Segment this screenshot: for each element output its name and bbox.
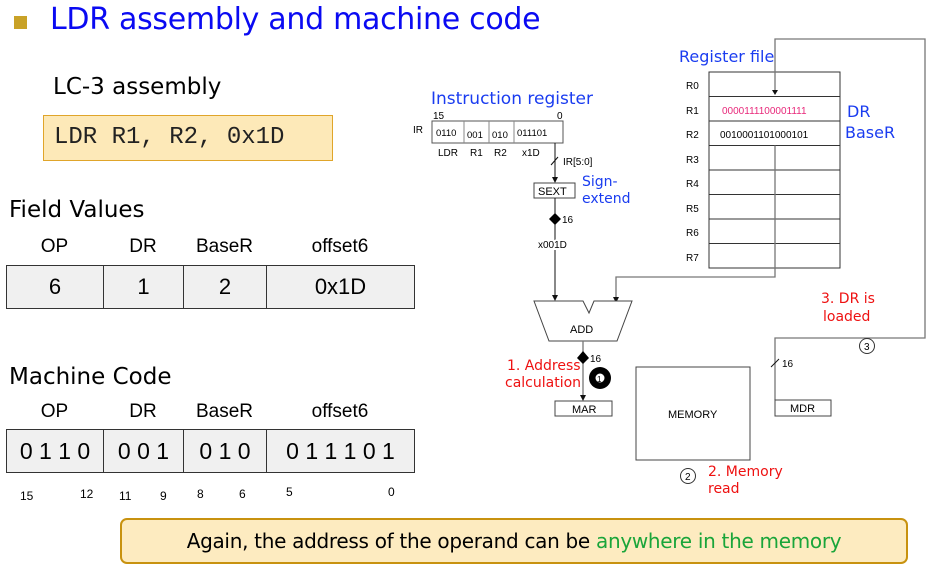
mc-header-dr: DR xyxy=(129,401,157,422)
field-header-baser: BaseR xyxy=(195,236,254,257)
note-text: Again, the address of the operand can be xyxy=(186,529,596,553)
mc-header-op: OP xyxy=(40,401,69,422)
bit-position-12: 12 xyxy=(80,487,94,501)
sext-note-line1: Sign- xyxy=(582,174,618,190)
sext-label: SEXT xyxy=(538,186,567,198)
step3-marker-number: 3 xyxy=(864,342,870,353)
bit-position-5: 5 xyxy=(286,485,293,499)
field-header-dr: DR xyxy=(129,236,157,257)
ir-field-dr: 001 xyxy=(467,130,483,141)
field-values-table: 6 1 2 0x1D xyxy=(6,265,415,309)
bit-position-15: 15 xyxy=(20,489,34,503)
step1-label-line2: calculation xyxy=(505,375,581,391)
bit-position-9: 9 xyxy=(160,489,167,503)
ir-label-x1d: x1D xyxy=(522,148,540,159)
mdr-to-register-wire xyxy=(774,38,926,400)
ir-box xyxy=(431,120,564,144)
ir-msb: 15 xyxy=(433,111,445,122)
bit-position-6: 6 xyxy=(239,487,246,501)
mc-value-offset6: 0 1 1 1 0 1 xyxy=(266,429,415,473)
baser-to-adder-wire xyxy=(615,145,776,298)
adder-shape xyxy=(533,300,633,342)
field-header-op: OP xyxy=(40,236,69,257)
step3-marker xyxy=(859,338,875,354)
assembly-heading: LC-3 assembly xyxy=(53,74,222,100)
mc-value-op: 0 1 1 0 xyxy=(6,429,104,473)
reg-name-r3: R3 xyxy=(686,155,699,166)
machine-code-table: 0 1 1 0 0 0 1 0 1 0 0 1 1 1 0 1 xyxy=(6,429,415,473)
adder-label: ADD xyxy=(570,324,593,336)
step2-marker-number: 2 xyxy=(685,472,691,483)
ir-name: IR xyxy=(413,125,423,136)
reg-name-r7: R7 xyxy=(686,253,699,264)
reg-value-r2: 0010001101000101 xyxy=(720,130,809,141)
mdr-bus-width: 16 xyxy=(782,359,794,370)
sext-bus-width: 16 xyxy=(562,215,574,226)
bus-width-marker xyxy=(549,213,561,225)
ir-title: Instruction register xyxy=(431,89,593,109)
step1-marker-number: 1 xyxy=(597,375,602,384)
field-header-offset6: offset6 xyxy=(311,236,369,257)
field-value-baser: 2 xyxy=(183,265,267,309)
title-bullet xyxy=(14,16,27,29)
register-file-title: Register file xyxy=(679,47,774,66)
memory-box xyxy=(635,366,751,461)
step1-label-line1: 1. Address xyxy=(507,358,581,374)
adder-bus-width-marker xyxy=(577,351,589,364)
mc-header-baser: BaseR xyxy=(195,401,254,422)
field-values-heading: Field Values xyxy=(9,197,145,223)
adder-bus-width: 16 xyxy=(590,354,602,365)
reg-name-r2: R2 xyxy=(686,130,699,141)
ir-label-r2: R2 xyxy=(494,148,507,159)
ir-slice-label: IR[5:0] xyxy=(563,157,593,168)
field-value-op: 6 xyxy=(6,265,104,309)
sext-note-line2: extend xyxy=(582,191,631,207)
ir-label-ldr: LDR xyxy=(438,148,458,159)
step2-label-line2: read xyxy=(708,481,740,497)
mdr-box xyxy=(774,399,832,417)
mdr-label: MDR xyxy=(790,403,815,415)
ir-field-baser: 010 xyxy=(492,130,508,141)
note-highlight: anywhere in the memory xyxy=(596,529,842,553)
ir-label-r1: R1 xyxy=(470,148,483,159)
note-callout: Again, the address of the operand can be… xyxy=(120,518,908,564)
mar-label: MAR xyxy=(572,404,597,416)
reg-tag-dr: DR xyxy=(847,102,870,121)
field-value-dr: 1 xyxy=(103,265,184,309)
ir-field-opcode: 0110 xyxy=(436,128,456,139)
step3-label-line1: 3. DR is xyxy=(821,291,875,307)
mc-value-dr: 0 0 1 xyxy=(103,429,184,473)
mc-value-baser: 0 1 0 xyxy=(183,429,267,473)
step3-label-line2: loaded xyxy=(823,309,870,325)
reg-name-r1: R1 xyxy=(686,106,699,117)
step2-label-line1: 2. Memory xyxy=(708,464,783,480)
machine-code-heading: Machine Code xyxy=(9,364,172,390)
reg-value-r1: 0000111100001111 xyxy=(722,106,807,117)
field-value-offset6: 0x1D xyxy=(266,265,415,309)
reg-tag-baser: BaseR xyxy=(845,123,895,142)
bit-position-0: 0 xyxy=(388,485,395,499)
reg-name-r6: R6 xyxy=(686,228,699,239)
ir-lsb: 0 xyxy=(557,111,563,122)
bit-position-8: 8 xyxy=(197,487,204,501)
mar-box xyxy=(554,400,613,417)
memory-label: MEMORY xyxy=(668,409,718,421)
mc-header-offset6: offset6 xyxy=(311,401,369,422)
ir-field-offset: 011101 xyxy=(517,128,547,139)
reg-name-r0: R0 xyxy=(686,81,699,92)
reg-name-r5: R5 xyxy=(686,204,699,215)
bit-position-11: 11 xyxy=(119,489,132,503)
reg-name-r4: R4 xyxy=(686,179,699,190)
sext-output-value: x001D xyxy=(538,240,567,251)
assembly-code-box: LDR R1, R2, 0x1D xyxy=(43,115,333,161)
slide-title: LDR assembly and machine code xyxy=(50,2,541,37)
step2-marker xyxy=(680,468,696,484)
